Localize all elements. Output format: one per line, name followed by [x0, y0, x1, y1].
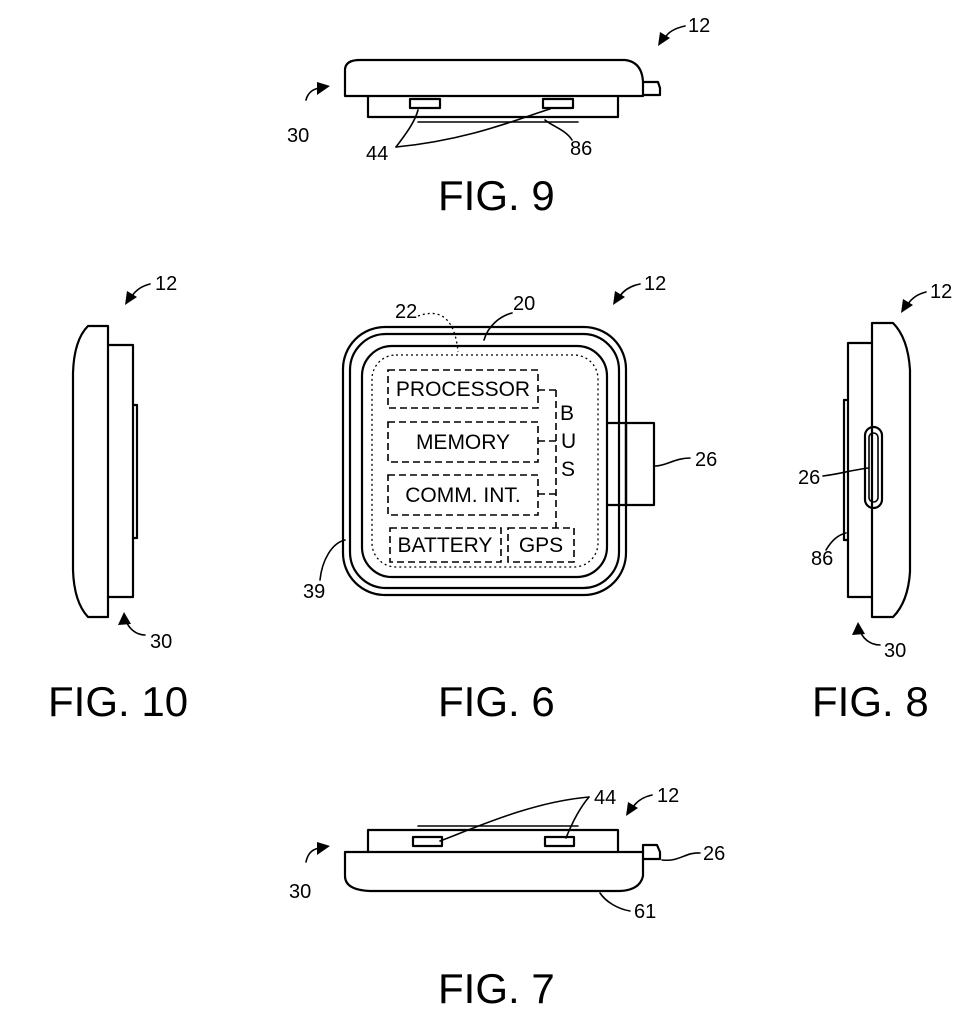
fig8-ref-86: 86 [811, 548, 833, 570]
fig7-ref-26: 26 [703, 843, 725, 865]
fig6-caption: FIG. 6 [438, 678, 555, 725]
fig10-arrowhead-30 [118, 612, 131, 625]
fig8-arrowhead-30 [852, 622, 865, 635]
fig9-arrowhead-12 [658, 32, 670, 46]
bus-letter-u: U [561, 430, 576, 453]
bus-letter-b: B [560, 402, 574, 425]
fig8-caption: FIG. 8 [812, 678, 929, 725]
fig7-leader-26 [661, 852, 701, 862]
fig8-leader-86 [825, 532, 847, 551]
fig10-ref-30: 30 [150, 631, 172, 653]
fig8-arrow-12 [907, 291, 927, 305]
comm-interface-label: COMM. INT. [405, 484, 521, 507]
fig7-caption: FIG. 7 [438, 965, 555, 1012]
fig7-device-side-view [343, 825, 662, 893]
gps-label: GPS [519, 534, 563, 557]
fig7-ref-44: 44 [594, 787, 616, 809]
fig6-arrowhead-12 [613, 291, 625, 305]
fig9-ref-44: 44 [366, 143, 388, 165]
fig9-arrow-12 [664, 25, 686, 39]
fig6-ref-12: 12 [644, 273, 666, 295]
fig7-arrow-12 [632, 794, 653, 808]
fig9-leader-44a [395, 109, 419, 148]
fig7-ref-30: 30 [289, 881, 311, 903]
fig9-arrowhead-30 [317, 82, 330, 95]
processor-block [387, 369, 539, 409]
processor-label: PROCESSOR [396, 378, 530, 401]
fig9-device-side-view [343, 58, 662, 123]
fig7-ref-61: 61 [634, 901, 656, 923]
fig6-leader-22 [417, 312, 459, 353]
fig6-device-top-view [341, 325, 656, 597]
fig6-arrow-12 [619, 283, 641, 297]
figure-7: 44 12 26 30 61 FIG. 7 [289, 785, 725, 1012]
fig6-leader-39 [319, 539, 346, 581]
fig7-arrowhead-30 [317, 842, 330, 855]
fig8-connector-port [863, 425, 884, 510]
fig6-ref-22: 22 [395, 301, 417, 323]
fig8-ref-26: 26 [798, 467, 820, 489]
fig8-ref-30: 30 [884, 640, 906, 662]
fig7-leader-44b [565, 796, 590, 839]
bus-letter-s: S [561, 458, 575, 481]
fig9-ref-86: 86 [570, 138, 592, 160]
fig10-caption: FIG. 10 [48, 678, 188, 725]
fig8-leader-26 [822, 467, 869, 477]
fig10-device-side-view [71, 324, 139, 619]
fig6-leader-20 [483, 312, 513, 341]
figure-9: 12 30 44 86 FIG. 9 [287, 15, 710, 219]
fig10-ref-12: 12 [155, 273, 177, 295]
fig9-caption: FIG. 9 [438, 172, 555, 219]
fig8-ref-12: 12 [930, 281, 952, 303]
fig7-arrowhead-12 [626, 802, 638, 816]
figure-8: 12 26 86 30 FIG. 8 [798, 281, 952, 725]
fig6-block-diagram: PROCESSOR MEMORY COMM. INT. BATTERY GPS … [387, 369, 576, 563]
battery-label: BATTERY [398, 534, 493, 557]
fig9-leader-86 [544, 119, 573, 141]
figure-10: 12 30 FIG. 10 [48, 273, 188, 725]
fig6-ref-26: 26 [695, 449, 717, 471]
fig6-ref-39: 39 [303, 581, 325, 603]
fig6-ref-20: 20 [513, 293, 535, 315]
fig6-leader-26 [654, 457, 691, 467]
fig7-leader-44a [439, 796, 590, 842]
figure-6: PROCESSOR MEMORY COMM. INT. BATTERY GPS … [303, 273, 717, 725]
fig9-ref-30: 30 [287, 125, 309, 147]
fig7-leader-61 [599, 892, 631, 912]
battery-block [389, 527, 502, 563]
memory-block [387, 421, 539, 463]
fig8-device-side-view [842, 321, 912, 619]
fig7-ref-12: 12 [657, 785, 679, 807]
fig10-arrow-12 [131, 283, 151, 297]
fig9-leader-44b [395, 108, 551, 148]
comm-interface-block [387, 474, 539, 516]
fig10-arrowhead-12 [125, 291, 137, 305]
fig9-ref-12: 12 [688, 15, 710, 37]
fig8-arrowhead-12 [901, 299, 913, 313]
gps-block [507, 527, 575, 563]
memory-label: MEMORY [416, 431, 510, 454]
